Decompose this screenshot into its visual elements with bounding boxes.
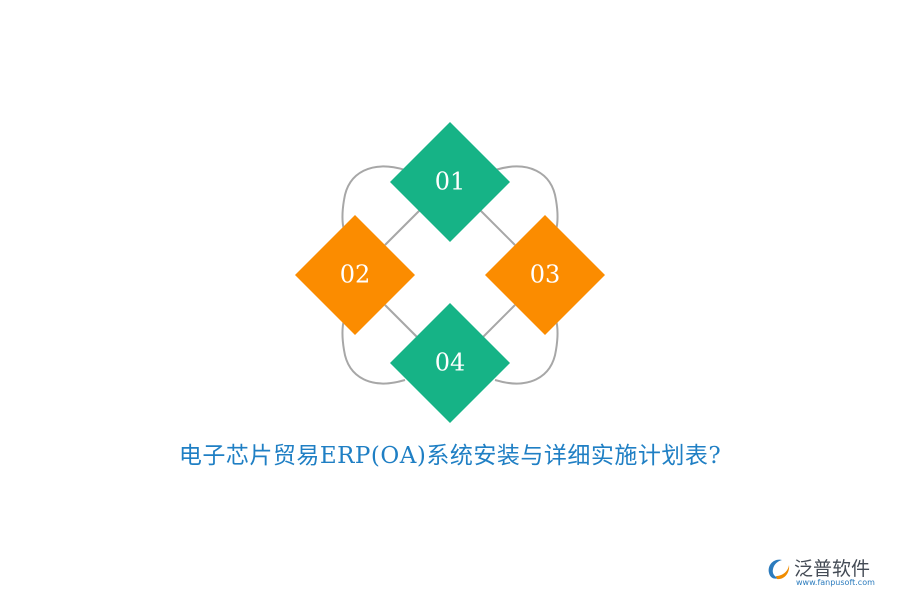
diamond-shape: [390, 303, 510, 423]
diamond-label: 03: [530, 261, 561, 289]
diamond-node-04: 04: [390, 303, 510, 423]
brand-watermark: 泛普软件 www.fanpusoft.com: [764, 553, 894, 595]
diamond-shape: [295, 215, 415, 335]
inner-link-top-right: [479, 209, 516, 246]
diamond-node-01: 01: [390, 122, 510, 242]
inner-link-bottom-right: [479, 304, 516, 341]
inner-link-top-left: [384, 209, 421, 246]
brand-url: www.fanpusoft.com: [796, 578, 875, 587]
inner-link-bottom-left: [384, 304, 421, 341]
diamond-node-03: 03: [485, 215, 605, 335]
diamond-label: 01: [435, 168, 466, 196]
brand-logo-icon: [768, 559, 790, 580]
diamond-node-02: 02: [295, 215, 415, 335]
diamond-shape: [485, 215, 605, 335]
diamond-label: 02: [340, 261, 371, 289]
diamond-shape: [390, 122, 510, 242]
brand-name: 泛普软件: [794, 558, 871, 580]
diamond-label: 04: [435, 349, 466, 377]
diagram-caption: 电子芯片贸易ERP(OA)系统安装与详细实施计划表?: [178, 443, 722, 469]
